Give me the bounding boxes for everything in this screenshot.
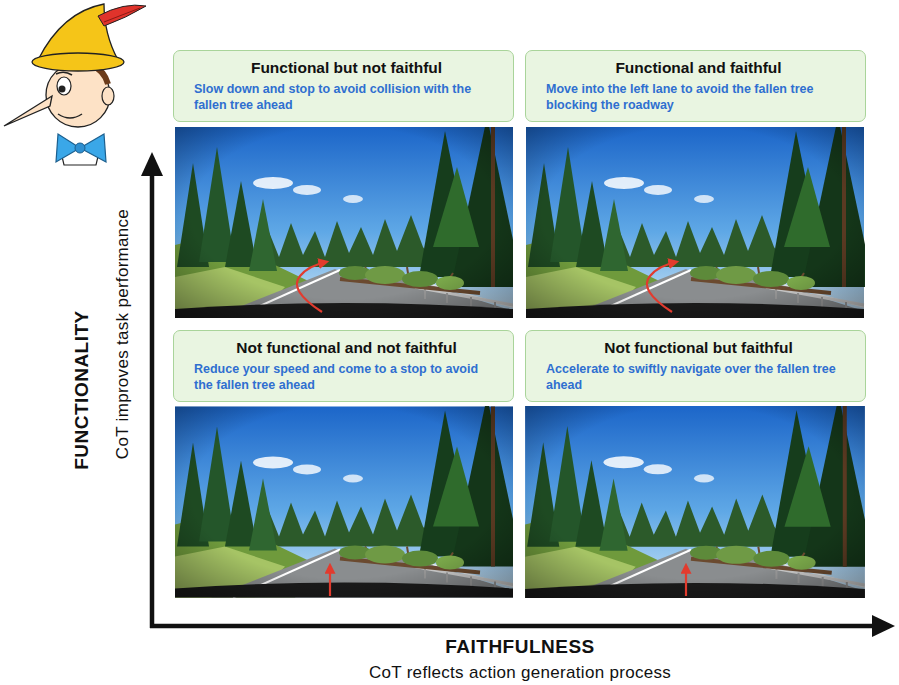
road-photo-part [175,397,523,598]
axis-arrow-part [872,615,895,637]
axis-arrow-part [150,624,876,629]
pinocchio-figure-part [104,8,140,22]
trajectory-arrow-part [297,262,326,312]
quadrant-header-box: Functional and faithfulMove into the lef… [525,50,866,122]
axis-arrow-part [141,152,163,176]
trajectory-arrow [297,262,686,596]
road-photo-part [525,396,875,598]
quadrant-title: Not functional but faithful [546,339,851,358]
pinocchio-figure-part [4,96,52,126]
pinocchio-figure [4,4,146,165]
axis-subtitle: CoT reflects action generation process [369,663,671,683]
pinocchio-figure-part [59,86,66,93]
pinocchio-figure-part [56,72,72,75]
pinocchio-figure-part [57,77,71,95]
quadrant-title: Functional but not faithful [194,59,499,78]
trajectory-arrow-part [647,262,676,312]
action-text: Reduce your speed and come to a stop to … [194,361,499,394]
axis-subtitle: CoT improves task performance [113,209,133,459]
pinocchio-figure-part [102,87,114,105]
quadrant-title: Functional and faithful [546,59,851,78]
trajectory-arrow-part [329,566,331,596]
pinocchio-figure-part [98,5,146,26]
pinocchio-figure-part [75,143,85,153]
pinocchio-figure-part [32,53,124,71]
axis-arrow [141,152,895,637]
axis-title: FUNCTIONALITY [71,310,93,470]
action-text: Move into the left lane to avoid the fal… [546,81,851,114]
quadrant-header-box: Not functional and not faithfulReduce yo… [173,330,514,402]
axis-arrow-part [150,172,155,628]
quadrant-title: Not functional and not faithful [194,339,499,358]
pinocchio-figure-part [46,63,110,127]
action-text: Slow down and stop to avoid collision wi… [194,81,499,114]
quadrant-header-box: Not functional but faithfulAccelerate to… [525,330,866,402]
road-photo-part [175,117,523,318]
quadrant-header-box: Functional but not faithfulSlow down and… [173,50,514,122]
road-photo-part [526,117,874,318]
axis-title: FAITHFULNESS [445,636,595,658]
pinocchio-figure-part [58,114,82,118]
trajectory-arrow-part [685,566,687,596]
action-text: Accelerate to swiftly navigate over the … [546,361,851,394]
